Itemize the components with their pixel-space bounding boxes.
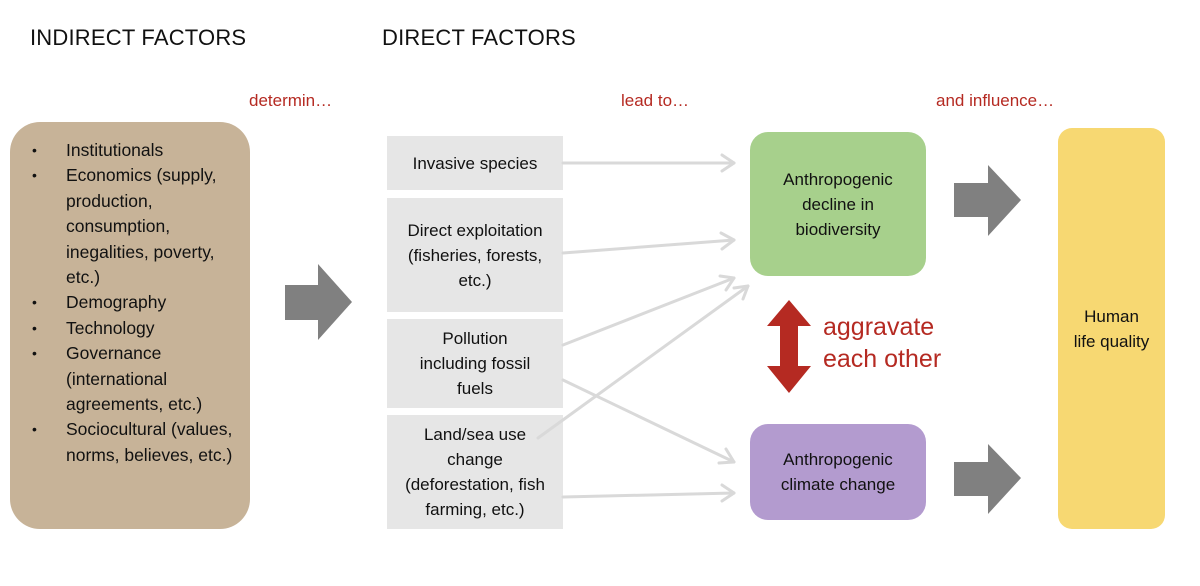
climate-change-box: Anthropogenic climate change [750,424,926,520]
indirect-factor-technology: Technology [66,317,155,338]
indirect-factor-economics: Economics (supply, production, consumpti… [66,165,217,288]
indirect-factors-list: •Institutionals •Economics (supply, prod… [32,138,244,468]
aggravate-double-arrow [767,300,811,393]
direct-factor-invasive-species: Invasive species [412,153,538,173]
determine-label: determin… [249,91,333,110]
arrow-exploitation-to-biodiversity [561,231,736,255]
list-item: •Technology [32,317,155,338]
big-arrow-climate-to-human [954,444,1021,514]
indirect-factor-institutionals: Institutionals [66,140,164,160]
biodiversity-decline-label: Anthropogenic decline in biodiversity [783,169,893,239]
climate-change-label: Anthropogenic climate change [780,450,896,494]
arrow-landsea-to-biodiversity [536,284,750,440]
biodiversity-decline-box: Anthropogenic decline in biodiversity [750,132,926,276]
human-life-quality-label: Human life quality [1073,306,1150,351]
arrow-invasive-to-biodiversity [561,153,736,173]
list-item: •Economics (supply, production, consumpt… [32,165,217,288]
direct-factor-invasive-species-box: Invasive species [387,136,563,190]
lead-to-label: lead to… [621,91,690,110]
arrow-pollution-to-biodiversity [561,274,736,347]
direct-factor-land-sea: Land/sea use change (deforestation, fish… [405,425,545,519]
indirect-factors-heading: INDIRECT FACTORS [30,25,247,50]
human-life-quality-box: Human life quality [1058,128,1165,529]
indirect-factor-sociocultural: Sociocultural (values, norms, believes, … [66,419,233,465]
big-arrow-indirect-to-direct [285,264,352,340]
indirect-factor-demography: Demography [66,292,167,313]
aggravate-each-other-label: aggravate each other [823,313,942,373]
arrow-landsea-to-climate [561,483,736,503]
direct-factor-land-sea-box: Land/sea use change (deforestation, fish… [387,415,563,529]
direct-factor-exploitation: Direct exploitation (fisheries, forests,… [407,220,543,290]
list-item: •Demography [32,292,167,313]
direct-factor-exploitation-box: Direct exploitation (fisheries, forests,… [387,198,563,312]
list-item: •Institutionals [32,140,164,160]
indirect-factor-governance: Governance (international agreements, et… [66,343,203,415]
direct-factors-heading: DIRECT FACTORS [382,25,576,50]
indirect-factors-box: •Institutionals •Economics (supply, prod… [10,122,250,529]
big-arrow-biodiversity-to-human [954,165,1021,236]
influence-label: and influence… [936,91,1055,110]
arrow-pollution-to-climate [561,378,736,465]
direct-factor-pollution: Pollution including fossil fuels [419,329,531,398]
list-item: •Governance (international agreements, e… [32,343,203,415]
list-item: •Sociocultural (values, norms, believes,… [32,419,233,465]
direct-factor-pollution-box: Pollution including fossil fuels [387,319,563,408]
